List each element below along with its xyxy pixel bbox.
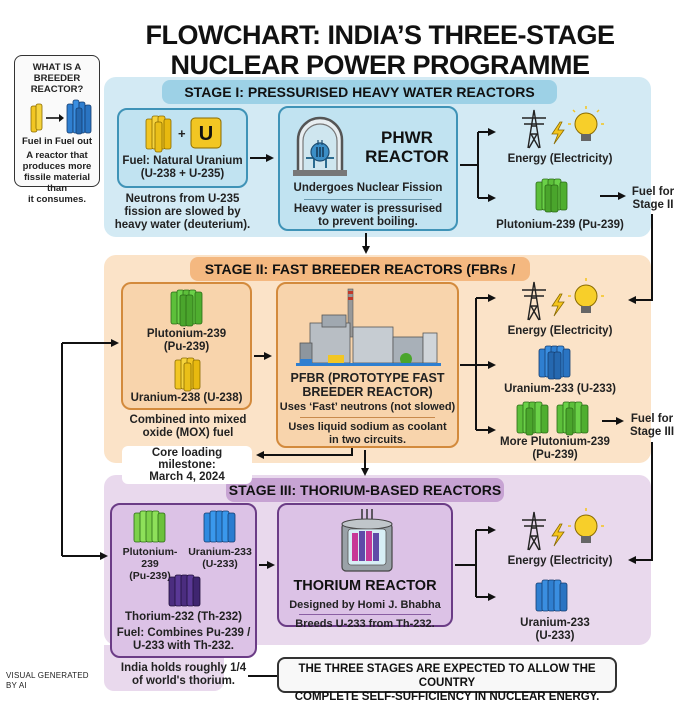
- power-tower-icon: [522, 511, 546, 551]
- title-line-2: NUCLEAR POWER PROGRAMME: [170, 50, 591, 80]
- lightning-bolt-icon: [551, 121, 565, 145]
- arrow-right-icon: [46, 114, 64, 122]
- stage-3-label: STAGE III: THORIUM-BASED REACTORS: [226, 478, 504, 502]
- lightning-bolt-icon: [551, 523, 565, 547]
- divider: [300, 417, 435, 418]
- stage-3-fuel-rods-icon: [133, 510, 236, 543]
- plutonium-rods-icon: [170, 289, 203, 327]
- stage-2-energy-icon: [522, 278, 604, 321]
- stage-3-fuel-combination-note: Fuel: Combines Pu-239 / U-233 with Th-23…: [116, 627, 251, 652]
- plus-sign: +: [178, 126, 186, 141]
- natural-uranium-icon: +: [145, 115, 222, 153]
- uranium-233-rods-icon: [535, 579, 568, 612]
- page-title: FLOWCHART: INDIA’S THREE-STAGE NUCLEAR P…: [110, 20, 650, 80]
- stage-1-neutron-note: Neutrons from U-235 fission are slowed b…: [114, 193, 251, 231]
- stage-2-uranium-238-label: Uranium-238 (U-238): [130, 392, 243, 404]
- thorium-reactor-title: THORIUM REACTOR: [293, 578, 437, 594]
- yellow-fuel-rods-icon: [30, 103, 43, 133]
- light-bulb-icon: [568, 508, 604, 543]
- stage-1-label: STAGE I: PRESSURISED HEAVY WATER REACTOR…: [162, 80, 557, 124]
- light-bulb-icon: [568, 106, 604, 141]
- pfbr-reactor-description: Uses ‘Fast’ neutrons (not slowed): [279, 401, 456, 413]
- stage-1-fuel-label: Fuel: Natural Uranium (U-238 + U-235): [122, 155, 243, 180]
- stage-2-plutonium-label: Plutonium-239 (Pu-239): [146, 328, 227, 353]
- power-tower-icon: [522, 281, 546, 321]
- lightning-bolt-icon: [551, 293, 565, 317]
- fuel-in-label: Fuel in: [22, 136, 53, 147]
- fuel-for-stage-2-label: Fuel for Stage II: [631, 186, 675, 211]
- stage-1-plutonium-label: Plutonium-239 (Pu-239): [496, 219, 624, 231]
- phwr-reactor-title: PHWR REACTOR: [365, 128, 449, 166]
- breeder-reactor-info-box: WHAT IS A BREEDER REACTOR? Fuel in Fuel …: [14, 55, 100, 205]
- breeder-description: A reactor that produces more fissile mat…: [22, 150, 92, 205]
- title-line-1: FLOWCHART: INDIA’S THREE-STAGE: [145, 20, 615, 50]
- phwr-reactor-description: Undergoes Nuclear Fission: [293, 182, 443, 194]
- more-plutonium-rods-icon: [516, 401, 589, 436]
- stage-2-label: STAGE II: FAST BREEDER REACTORS (FBRs / …: [190, 257, 530, 301]
- stage-3-plutonium-label: Plutonium-239 (Pu-239): [122, 546, 178, 582]
- stage-2-more-plutonium-label: More Plutonium-239 (Pu-239): [500, 436, 610, 461]
- stage-2-energy-label: Energy (Electricity): [507, 325, 613, 337]
- phwr-reactor-icon: [293, 116, 347, 176]
- pfbr-reactor-box: PFBR (PROTOTYPE FAST BREEDER REACTOR) Us…: [276, 282, 459, 448]
- stage-2-uranium-233-label: Uranium-233 (U-233): [504, 383, 616, 395]
- divider: [299, 614, 431, 615]
- core-loading-milestone: Core loading milestone: March 4, 2024: [122, 446, 252, 484]
- uranium-233-rods-icon: [203, 510, 236, 543]
- uranium-symbol-letter: U: [198, 123, 214, 145]
- blue-fuel-rods-icon: [66, 99, 92, 135]
- power-tower-icon: [522, 109, 546, 149]
- pfbr-reactor-title: PFBR (PROTOTYPE FAST BREEDER REACTOR): [290, 371, 445, 399]
- stage-1-fuel-box: + U Fuel: Natural Uranium (U-238 + U-235…: [117, 108, 248, 188]
- thorium-reserve-note: India holds roughly 1/4 of world's thori…: [120, 662, 247, 687]
- stage-3-thorium-label: Thorium-232 (Th-232): [125, 611, 242, 623]
- conclusion-box: THE THREE STAGES ARE EXPECTED TO ALLOW T…: [277, 657, 617, 703]
- plutonium-rods-icon: [535, 178, 568, 213]
- uranium-symbol-icon: [190, 117, 222, 149]
- thorium-reactor-description: Designed by Homi J. Bhabha: [289, 599, 441, 611]
- fuel-in-out-icon: [30, 99, 92, 135]
- divider: [304, 199, 432, 200]
- pfbr-reactor-note: Uses liquid sodium as coolant in two cir…: [288, 421, 447, 446]
- light-bulb-icon: [568, 278, 604, 313]
- mox-fuel-note: Combined into mixed oxide (MOX) fuel: [129, 414, 247, 439]
- plutonium-rods-icon: [133, 510, 166, 543]
- phwr-reactor-note: Heavy water is pressurised to prevent bo…: [293, 203, 443, 228]
- breeder-heading: WHAT IS A BREEDER REACTOR?: [30, 62, 84, 95]
- ai-credit-label: VISUAL GENERATED BY AI: [6, 671, 89, 690]
- uranium-238-rods-icon: [174, 357, 201, 392]
- stage-1-energy-label: Energy (Electricity): [507, 153, 613, 165]
- stage-3-energy-label: Energy (Electricity): [507, 555, 613, 567]
- thorium-reactor-icon: [341, 509, 393, 572]
- stage-3-energy-icon: [522, 508, 604, 551]
- stage-3-uranium-233-label: Uranium-233 (U-233): [520, 617, 590, 642]
- fuel-for-stage-3-label: Fuel for Stage III: [629, 413, 675, 438]
- stage-3-fuel-box: Plutonium-239 (Pu-239) Uranium-233 (U-23…: [110, 503, 257, 658]
- thorium-reactor-note: Breeds U-233 from Th-232.: [295, 618, 435, 630]
- uranium-fuel-rods-icon: [145, 115, 172, 153]
- fuel-out-label: Fuel out: [55, 136, 92, 147]
- stage-2-fuel-box: Plutonium-239 (Pu-239) Uranium-238 (U-23…: [121, 282, 252, 410]
- stage-3-uranium-233-label: Uranium-233 (U-233): [188, 546, 252, 570]
- thorium-reactor-box: THORIUM REACTOR Designed by Homi J. Bhab…: [277, 503, 453, 630]
- phwr-reactor-box: PHWR REACTOR Undergoes Nuclear Fission H…: [278, 106, 458, 231]
- stage-1-energy-icon: [522, 106, 604, 149]
- pfbr-plant-icon: [296, 288, 441, 366]
- thorium-rods-icon: [168, 574, 201, 607]
- uranium-233-rods-icon: [538, 345, 571, 380]
